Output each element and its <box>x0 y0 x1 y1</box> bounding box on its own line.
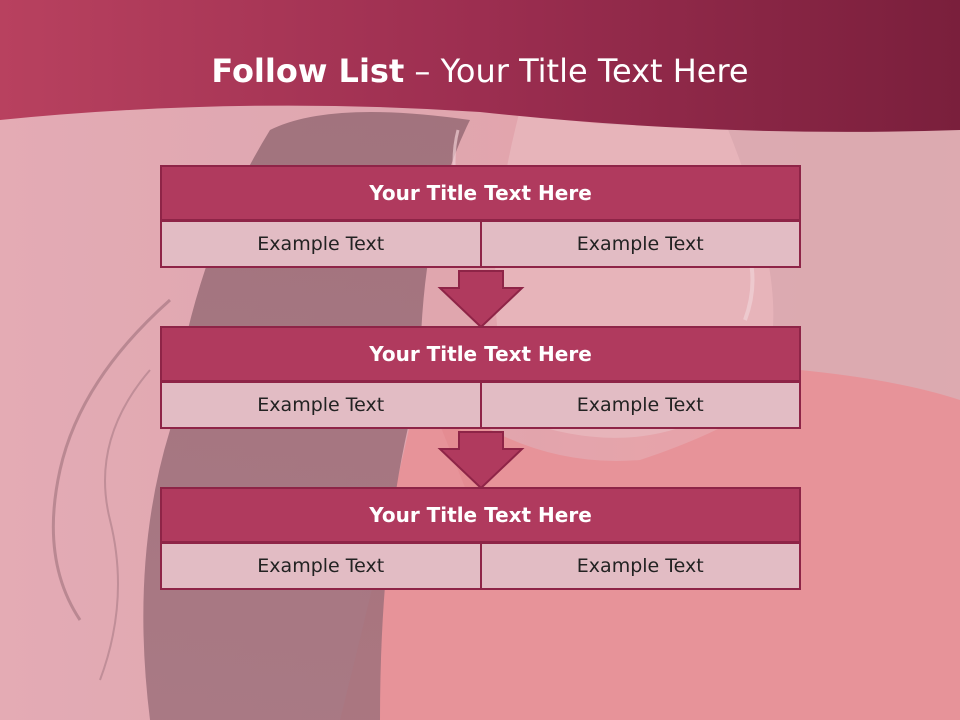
step-row: Example Text Example Text <box>160 542 801 590</box>
down-arrow-icon <box>437 270 525 328</box>
down-arrow-icon <box>437 431 525 489</box>
title-bold: Follow List <box>211 52 405 90</box>
step-cell-left: Example Text <box>160 542 482 590</box>
step-block-3: Your Title Text Here Example Text Exampl… <box>160 487 801 590</box>
step-block-1: Your Title Text Here Example Text Exampl… <box>160 165 801 268</box>
step-title: Your Title Text Here <box>160 326 801 382</box>
step-cell-right: Example Text <box>479 542 801 590</box>
step-cell-right: Example Text <box>479 381 801 429</box>
step-block-2: Your Title Text Here Example Text Exampl… <box>160 326 801 429</box>
step-cell-left: Example Text <box>160 381 482 429</box>
slide-title: Follow List – Your Title Text Here <box>0 52 960 90</box>
step-title: Your Title Text Here <box>160 165 801 221</box>
header-band <box>0 0 960 132</box>
step-title: Your Title Text Here <box>160 487 801 543</box>
step-cell-left: Example Text <box>160 220 482 268</box>
step-cell-right: Example Text <box>479 220 801 268</box>
step-row: Example Text Example Text <box>160 220 801 268</box>
step-row: Example Text Example Text <box>160 381 801 429</box>
title-rest: – Your Title Text Here <box>404 52 749 90</box>
